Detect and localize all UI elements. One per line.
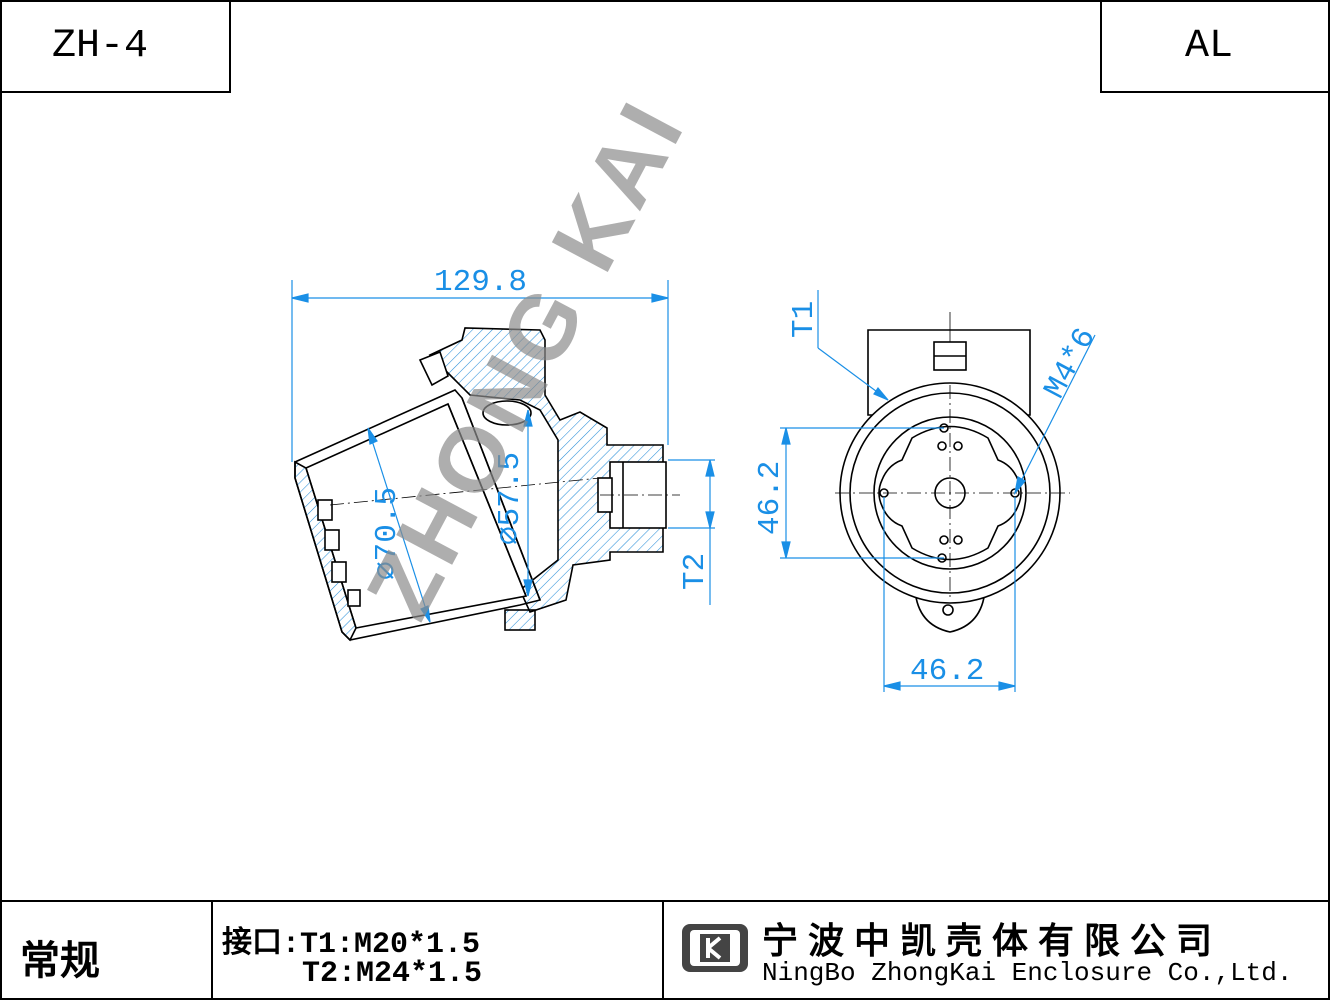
front-view [835, 312, 1070, 633]
spec-line-2: T2:M24*1.5 [302, 957, 483, 991]
material-code: AL [1184, 24, 1233, 69]
technical-drawing: 129.8 ⌀70.5 ⌀57.5 T2 [291, 83, 1104, 692]
dim-overall-length: 129.8 [434, 265, 527, 300]
company-name-cn: 宁波中凯壳体有限公司 [762, 921, 1223, 962]
material-code-box: AL [1100, 0, 1330, 93]
dim-screw-spec: M4*6 [1038, 323, 1104, 405]
category-label: 常规 [20, 938, 100, 984]
side-section-view [294, 327, 680, 642]
dim-thread-t2: T2 [678, 553, 713, 590]
company-name-en: NingBo ZhongKai Enclosure Co.,Ltd. [762, 958, 1293, 988]
company-logo-icon [682, 924, 748, 972]
dim-diameter-inner: ⌀57.5 [493, 452, 528, 545]
spec-line-1: 接口:T1:M20*1.5 [222, 928, 481, 962]
title-block [0, 900, 1330, 1002]
title-divider [211, 900, 213, 1000]
dim-diameter-outer: ⌀70.5 [370, 487, 405, 580]
dim-height: 46.2 [753, 461, 788, 535]
side-dimensions [291, 280, 715, 623]
model-code: ZH-4 [52, 24, 149, 69]
dim-thread-t1: T1 [787, 301, 822, 338]
dim-width: 46.2 [910, 654, 984, 689]
model-code-box: ZH-4 [0, 0, 231, 93]
front-dimensions [780, 290, 1096, 692]
title-divider [662, 900, 664, 1000]
